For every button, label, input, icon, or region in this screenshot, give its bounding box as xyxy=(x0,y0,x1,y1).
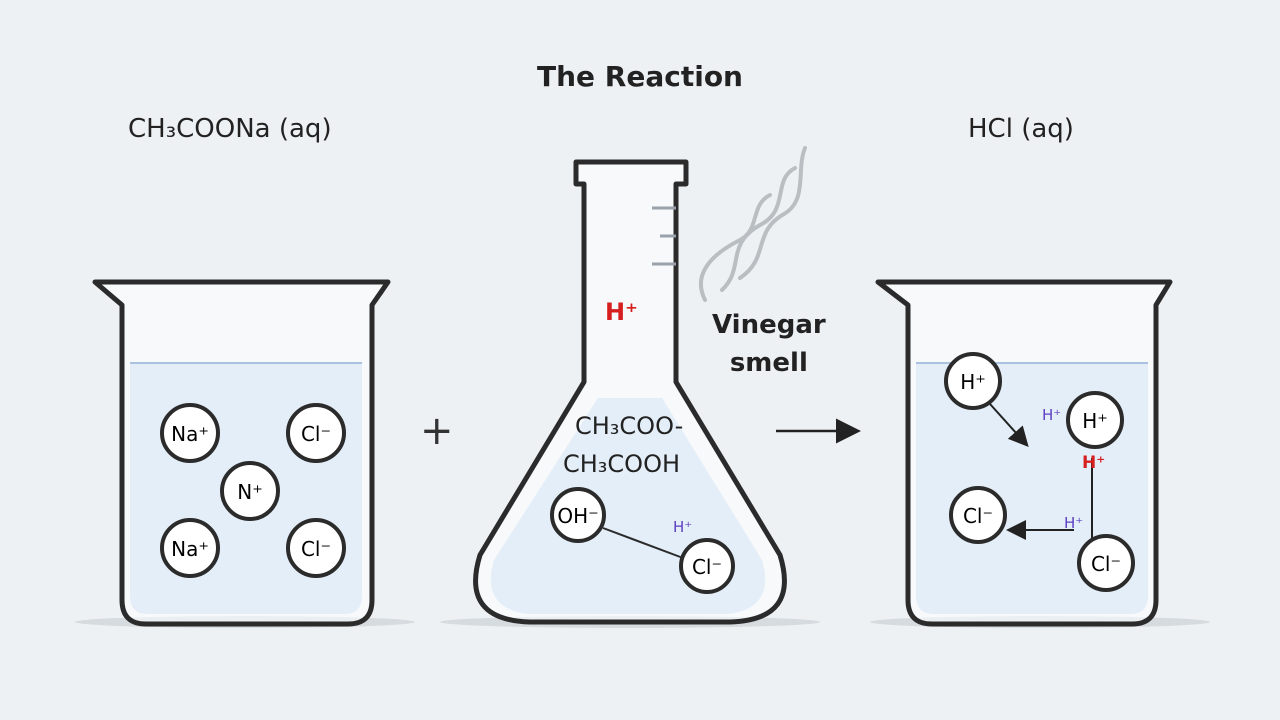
flask-h-ion-label: H⁺ xyxy=(605,298,638,326)
svg-text:N⁺: N⁺ xyxy=(237,480,263,504)
left-beaker-label: CH₃COONa (aq) xyxy=(128,114,332,144)
flask-ion-oh: OH⁻ xyxy=(550,487,606,543)
left-ion-cl-2: Cl⁻ xyxy=(286,518,346,578)
left-beaker xyxy=(75,279,415,628)
flask-acetic-acid-label: CH₃COOH xyxy=(563,450,681,478)
svg-text:Cl⁻: Cl⁻ xyxy=(301,422,331,446)
svg-text:Cl⁻: Cl⁻ xyxy=(692,555,722,579)
note-line-1: Vinegar xyxy=(712,310,826,340)
vinegar-smell-note: Vinegar smell xyxy=(712,306,826,382)
left-ion-cl-1: Cl⁻ xyxy=(286,403,346,463)
svg-text:H⁺: H⁺ xyxy=(960,370,986,394)
flask-ion-cl: Cl⁻ xyxy=(679,538,735,594)
svg-text:H⁺: H⁺ xyxy=(1082,409,1108,433)
svg-text:Na⁺: Na⁺ xyxy=(171,537,209,561)
erlenmeyer-flask xyxy=(440,159,820,628)
right-ion-cl-1: Cl⁻ xyxy=(949,486,1007,544)
right-beaker xyxy=(870,279,1210,628)
right-beaker-label: HCl (aq) xyxy=(968,114,1074,144)
svg-text:Na⁺: Na⁺ xyxy=(171,422,209,446)
flask-small-h-label: H⁺ xyxy=(673,518,692,536)
flask-bond-line xyxy=(602,527,684,559)
right-small-h-label-2: H⁺ xyxy=(1082,453,1105,473)
left-ion-na-2: Na⁺ xyxy=(160,518,220,578)
right-small-h-label-1: H⁺ xyxy=(1042,406,1061,424)
note-line-2: smell xyxy=(729,348,808,378)
left-ion-na-1: Na⁺ xyxy=(160,403,220,463)
right-ion-h-2: H⁺ xyxy=(1066,391,1124,449)
right-ion-h-1: H⁺ xyxy=(944,352,1002,410)
svg-text:Cl⁻: Cl⁻ xyxy=(963,504,993,528)
plus-sign: + xyxy=(420,408,454,454)
left-ion-n: N⁺ xyxy=(220,461,280,521)
right-small-h-label-3: H⁺ xyxy=(1064,514,1083,532)
svg-text:Cl⁻: Cl⁻ xyxy=(1091,552,1121,576)
diagram-title: The Reaction xyxy=(537,60,743,93)
vapor-wisps xyxy=(698,146,807,302)
right-ion-cl-2: Cl⁻ xyxy=(1077,534,1135,592)
svg-text:Cl⁻: Cl⁻ xyxy=(301,537,331,561)
svg-text:OH⁻: OH⁻ xyxy=(557,504,598,528)
right-arrow-1 xyxy=(989,403,1029,447)
flask-acetate-label: CH₃COO- xyxy=(575,412,684,440)
